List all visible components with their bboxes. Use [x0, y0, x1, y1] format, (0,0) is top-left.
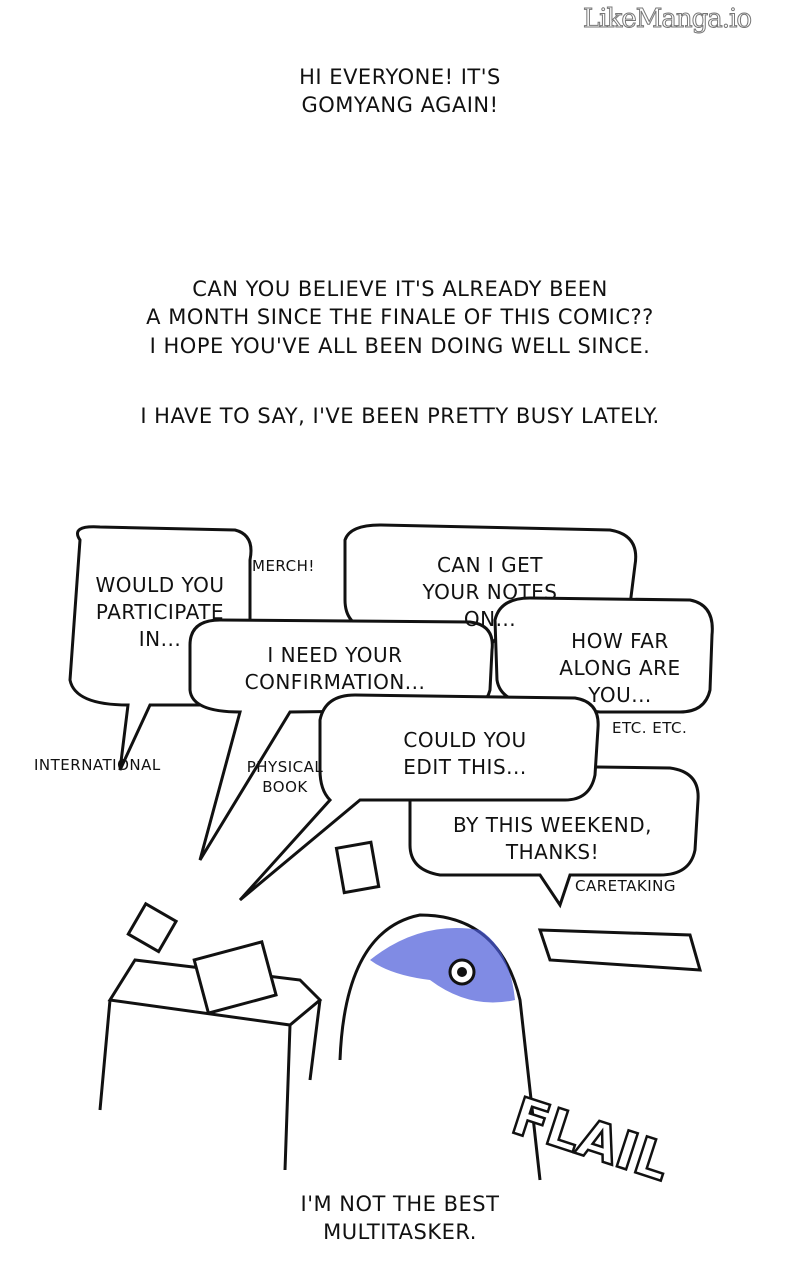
- bubble-confirmation: [188, 618, 494, 861]
- bubble-how-far-text: HOW FAR ALONG ARE YOU...: [559, 629, 681, 707]
- bubble-confirmation-text: I NEED YOUR CONFIRMATION...: [244, 643, 426, 694]
- bubble-participate-text: WOULD YOU PARTICIPATE IN...: [95, 573, 225, 651]
- paper: [192, 940, 278, 1015]
- label-international: INTERNATIONAL: [34, 756, 161, 774]
- paper: [126, 901, 179, 954]
- desk: [98, 958, 323, 1171]
- label-merch: MERCH!: [252, 557, 315, 575]
- caption: I'M NOT THE BEST MULTITASKER.: [300, 1192, 500, 1245]
- label-physical-book: PHYSICAL BOOK: [246, 758, 324, 797]
- intro-greeting: HI EVERYONE! IT'S GOMYANG AGAIN!: [299, 65, 501, 118]
- bubble-edit-text: COULD YOU EDIT THIS...: [403, 728, 527, 779]
- watermark-logo: LikeManga.io: [583, 4, 753, 35]
- label-etc: ETC. ETC.: [612, 719, 688, 737]
- bubble-edit: [238, 693, 600, 902]
- bubble-weekend-text: BY THIS WEEKEND, THANKS!: [453, 813, 652, 864]
- scroll: [537, 928, 703, 972]
- character-shading: [370, 928, 515, 1003]
- paper: [334, 840, 381, 895]
- intro-paragraph-1: CAN YOU BELIEVE IT'S ALREADY BEEN A MONT…: [146, 277, 654, 358]
- bubble-notes-text: CAN I GET YOUR NOTES ON...: [422, 553, 558, 631]
- intro-paragraph-2: I HAVE TO SAY, I'VE BEEN PRETTY BUSY LAT…: [140, 404, 660, 428]
- label-caretaking: CARETAKING: [575, 877, 676, 895]
